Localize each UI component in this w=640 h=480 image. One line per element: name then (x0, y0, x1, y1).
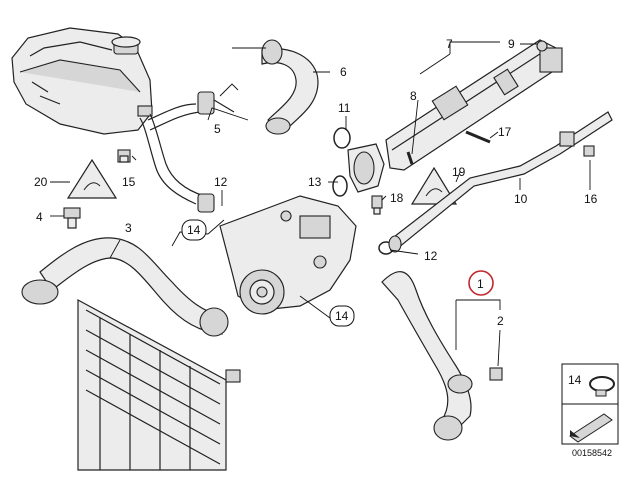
temperature-sensor-4[interactable] (63, 207, 81, 229)
water-pump[interactable] (219, 195, 357, 315)
highlight-circle (468, 270, 494, 296)
coolant-hose-1[interactable] (381, 271, 473, 441)
hazard-triangle-icon (66, 158, 458, 205)
coolant-pipe-10[interactable] (388, 111, 613, 253)
callout-19[interactable]: 19 (452, 165, 466, 179)
legend-box: 14 (561, 363, 619, 445)
o-ring-13[interactable] (332, 175, 348, 197)
callout-14b-box (329, 305, 355, 327)
hose-clamp-icon (589, 376, 615, 397)
hose-upper-6[interactable] (261, 39, 319, 135)
legend-number: 14 (568, 373, 582, 387)
bleed-screw-15[interactable] (117, 149, 131, 163)
radiator-hose-3[interactable] (21, 237, 229, 337)
leader-lines (50, 41, 591, 367)
callout-16[interactable]: 16 (584, 192, 598, 206)
callout-7[interactable]: 7 (446, 37, 453, 51)
expansion-tank[interactable] (11, 27, 153, 135)
callout-6[interactable]: 6 (340, 65, 347, 79)
callout-20[interactable]: 20 (34, 175, 48, 189)
callout-11[interactable]: 11 (338, 101, 351, 115)
callout-4[interactable]: 4 (36, 210, 43, 224)
bolt-17[interactable] (465, 130, 491, 144)
o-ring-11[interactable] (333, 127, 351, 149)
coolant-rail-7[interactable] (385, 39, 563, 171)
vent-line-5[interactable] (139, 91, 235, 213)
temp-sender-18[interactable] (371, 195, 383, 215)
callout-3[interactable]: 3 (125, 221, 132, 235)
screw-2[interactable] (489, 367, 503, 381)
diagram-id: 00158542 (572, 448, 612, 458)
bolt-16[interactable] (583, 145, 595, 157)
callout-1[interactable]: 1 (477, 277, 484, 291)
callout-17[interactable]: 17 (498, 125, 512, 139)
callout-14-right[interactable]: 14 (335, 309, 349, 323)
callout-12-right[interactable]: 12 (424, 249, 438, 263)
callout-14a-box (181, 219, 207, 241)
radiator[interactable] (77, 298, 241, 471)
callout-15[interactable]: 15 (122, 175, 136, 189)
callout-5[interactable]: 5 (214, 122, 221, 136)
callout-9[interactable]: 9 (508, 37, 515, 51)
callout-14-left[interactable]: 14 (187, 223, 201, 237)
callout-13[interactable]: 13 (308, 175, 322, 189)
callout-2[interactable]: 2 (497, 314, 504, 328)
arrow-icon (569, 413, 613, 443)
callout-10[interactable]: 10 (514, 192, 528, 206)
callout-18[interactable]: 18 (390, 191, 404, 205)
thermostat-housing-13[interactable] (347, 143, 385, 193)
callout-8[interactable]: 8 (410, 89, 417, 103)
callout-12-top[interactable]: 12 (214, 175, 228, 189)
bolt-8[interactable] (406, 151, 414, 165)
